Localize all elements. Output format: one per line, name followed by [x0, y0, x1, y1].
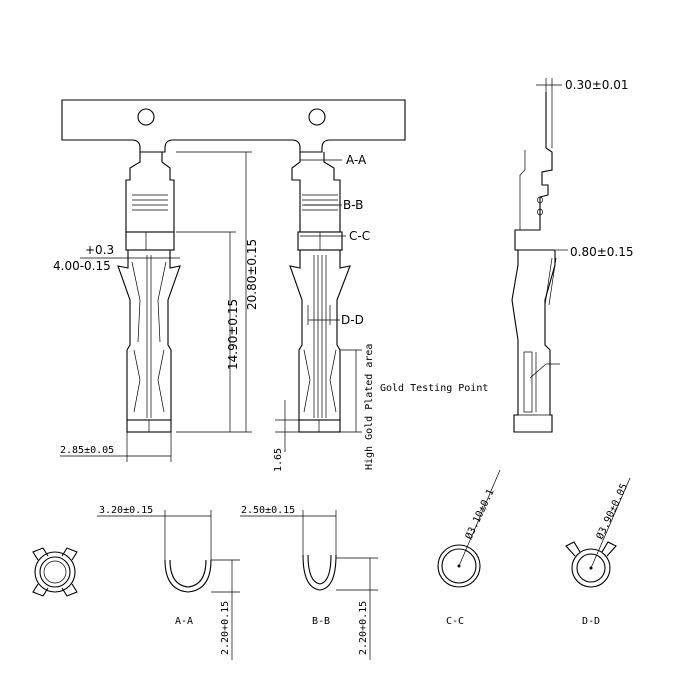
terminal-side-view — [511, 92, 557, 433]
section-cc-label: C-C — [446, 616, 464, 627]
section-dd-marker: D-D — [341, 313, 364, 327]
section-bb — [240, 510, 378, 660]
diameter-dd-label: Ø3.90±0.05 — [594, 482, 630, 542]
terminal-middle — [289, 152, 351, 433]
gold-area-label: High Gold Plated area — [364, 344, 375, 470]
section-aa — [97, 510, 240, 660]
dimension-lines — [60, 78, 568, 462]
section-bb-label: B-B — [312, 616, 330, 627]
dim-220-a-label: 2.20+0.15 — [220, 601, 231, 655]
section-end-view — [32, 547, 78, 597]
dim-250-label: 2.50±0.15 — [241, 505, 295, 516]
diameter-cc-label: Ø3.10±0.1 — [463, 487, 497, 541]
carrier-strip — [61, 99, 406, 153]
dim-220-b-label: 2.20+0.15 — [358, 601, 369, 655]
section-aa-label: A-A — [175, 616, 193, 627]
length-1490-label: 14.90±0.15 — [226, 299, 240, 370]
section-dd — [565, 477, 631, 588]
section-bb-marker: B-B — [343, 198, 363, 212]
section-aa-marker: A-A — [346, 153, 367, 167]
section-cc-marker: C-C — [349, 229, 370, 243]
gold-testing-point-label: Gold Testing Point — [380, 383, 488, 394]
dim-320-label: 3.20±0.15 — [99, 505, 153, 516]
terminal-left — [117, 152, 181, 433]
width-285-label: 2.85±0.05 — [60, 445, 114, 456]
tolerance-plus-label: +0.3 — [85, 243, 114, 257]
length-2080-label: 20.80±0.15 — [245, 239, 259, 310]
section-cc — [437, 469, 501, 588]
section-dd-label: D-D — [582, 616, 600, 627]
dim-080-label: 0.80±0.15 — [570, 245, 634, 259]
thickness-label: 0.30±0.01 — [565, 78, 629, 92]
width-400-label: 4.00-0.15 — [53, 259, 111, 273]
length-165-label: 1.65 — [273, 448, 284, 472]
